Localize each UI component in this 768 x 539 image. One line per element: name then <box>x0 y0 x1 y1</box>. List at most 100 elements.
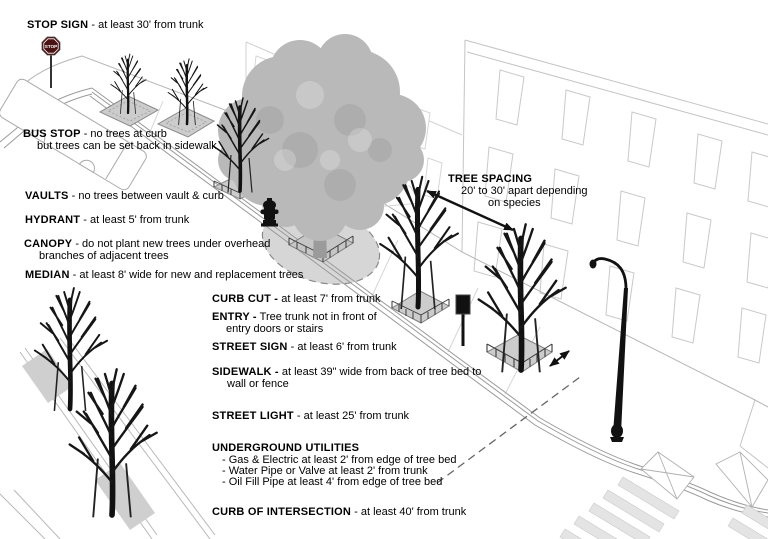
label-rest: but trees can be set back in sidewalk <box>37 140 217 152</box>
window <box>747 151 768 208</box>
label-rest: branches of adjacent trees <box>39 250 169 262</box>
sidewalk-width-arrow <box>549 350 570 367</box>
window <box>746 232 768 289</box>
building-right <box>461 39 768 469</box>
label-term: CURB CUT - <box>212 293 279 305</box>
window <box>616 190 646 247</box>
label-entry-line2: entry doors or stairs <box>226 323 324 336</box>
stop-sign-icon: STOP <box>41 36 61 88</box>
label-term: STREET LIGHT <box>212 410 294 422</box>
label-stop-sign: STOP SIGN - at least 30' from trunk <box>27 19 204 32</box>
label-term: UNDERGROUND UTILITIES <box>212 442 360 454</box>
window <box>495 69 525 126</box>
label-underground-item-3: - Oil Fill Pipe at least 4' from edge of… <box>222 476 443 489</box>
label-rest: at least 7' from trunk <box>278 293 381 305</box>
label-sidewalk-line2: wall or fence <box>227 378 289 391</box>
label-street-light: STREET LIGHT - at least 25' from trunk <box>212 410 410 423</box>
label-rest: 20' to 30' apart depending <box>461 185 588 197</box>
building-right-windows <box>473 69 768 364</box>
label-rest: - at least 6' from trunk <box>287 341 397 353</box>
label-term: VAULTS <box>25 190 69 202</box>
curb-ramps <box>640 451 768 508</box>
bus-front-line <box>105 142 128 180</box>
canopy-tree <box>218 34 426 258</box>
label-rest: - at least 25' from trunk <box>293 410 410 422</box>
street-sign-panel <box>455 294 471 315</box>
curb-ramp-1-ridges <box>640 451 695 500</box>
label-tree-spacing: TREE SPACING <box>448 173 533 186</box>
window <box>682 212 712 269</box>
median-strip <box>0 333 216 539</box>
label-term: ENTRY - <box>212 311 257 323</box>
label-rest: - at least 8' wide for new and replaceme… <box>69 269 304 281</box>
label-rest: entry doors or stairs <box>226 323 324 335</box>
label-median: MEDIAN - at least 8' wide for new and re… <box>25 269 304 282</box>
label-term: STREET SIGN <box>212 341 288 353</box>
label-bus-stop: BUS STOP - no trees at curb <box>23 128 167 141</box>
label-rest: - Water Pipe or Valve at least 2' from t… <box>222 465 428 477</box>
window <box>671 287 701 344</box>
canopy-highlights <box>274 81 372 171</box>
label-rest: - at least 5' from trunk <box>80 214 190 226</box>
median-panel <box>22 349 73 403</box>
label-rest: - Oil Fill Pipe at least 4' from edge of… <box>222 476 443 488</box>
bus-body <box>0 78 147 191</box>
label-rest: - Gas & Electric at least 2' from edge o… <box>222 454 457 466</box>
window <box>737 307 767 364</box>
stop-sign-text: STOP <box>45 44 57 49</box>
label-term: MEDIAN <box>25 269 70 281</box>
street-sign-icon <box>455 294 471 346</box>
bus-outline <box>0 78 147 191</box>
street-light-icon <box>589 257 628 442</box>
building-corner <box>461 39 466 253</box>
label-curb-cut: CURB CUT - at least 7' from trunk <box>212 293 381 306</box>
label-sidewalk: SIDEWALK - at least 39" wide from back o… <box>212 366 482 379</box>
label-canopy-line2: branches of adjacent trees <box>39 250 169 263</box>
label-underground-utilities: UNDERGROUND UTILITIES <box>212 442 360 455</box>
label-term: CURB OF INTERSECTION <box>212 506 352 518</box>
building-corner-bottom <box>739 399 768 469</box>
window <box>627 111 657 168</box>
label-underground-item-2: - Water Pipe or Valve at least 2' from t… <box>222 465 428 478</box>
label-tree-spacing-line2: 20' to 30' apart depending <box>461 185 588 198</box>
label-term: TREE SPACING <box>448 173 533 185</box>
lane-line <box>0 493 46 539</box>
label-term: BUS STOP <box>23 128 81 140</box>
stop-sign-pole <box>50 55 52 88</box>
label-term: STOP SIGN <box>27 19 89 31</box>
roofline <box>464 39 768 125</box>
curb-ramp-2-ridge <box>739 451 753 508</box>
label-rest: on species <box>488 197 541 209</box>
label-bus-stop-line2: but trees can be set back in sidewalk <box>37 140 217 153</box>
label-term: HYDRANT <box>25 214 81 226</box>
label-underground-item-1: - Gas & Electric at least 2' from edge o… <box>222 454 457 467</box>
window <box>561 89 591 146</box>
label-canopy: CANOPY - do not plant new trees under ov… <box>24 238 270 251</box>
label-term: SIDEWALK - <box>212 366 279 378</box>
label-term: CANOPY <box>24 238 73 250</box>
tree-spacing-arrow <box>426 189 514 232</box>
label-rest: - no trees at curb <box>80 128 167 140</box>
label-rest: - at least 40' from trunk <box>351 506 467 518</box>
label-rest: - no trees between vault & curb <box>68 190 224 202</box>
label-rest: wall or fence <box>227 378 289 390</box>
label-rest: - at least 30' from trunk <box>88 19 204 31</box>
street-sign-pole <box>461 312 465 346</box>
label-entry: ENTRY - Tree trunk not in front of <box>212 311 377 324</box>
sidewalk-joint <box>149 100 164 133</box>
window <box>605 265 635 322</box>
utilities-leader-line <box>436 376 581 484</box>
label-street-sign: STREET SIGN - at least 6' from trunk <box>212 341 397 354</box>
label-rest: at least 39" wide from back of tree bed … <box>278 366 482 378</box>
label-hydrant: HYDRANT - at least 5' from trunk <box>25 214 190 227</box>
sidewalk-joint <box>371 239 399 297</box>
median-edge <box>59 337 211 539</box>
label-vaults: VAULTS - no trees between vault & curb <box>25 190 224 203</box>
canopy-shading <box>256 104 392 201</box>
label-tree-spacing-line3: on species <box>488 197 541 210</box>
label-curb-of-intersection: CURB OF INTERSECTION - at least 40' from… <box>212 506 467 519</box>
curb-ramp-2 <box>715 451 768 508</box>
lane-line <box>13 489 61 539</box>
